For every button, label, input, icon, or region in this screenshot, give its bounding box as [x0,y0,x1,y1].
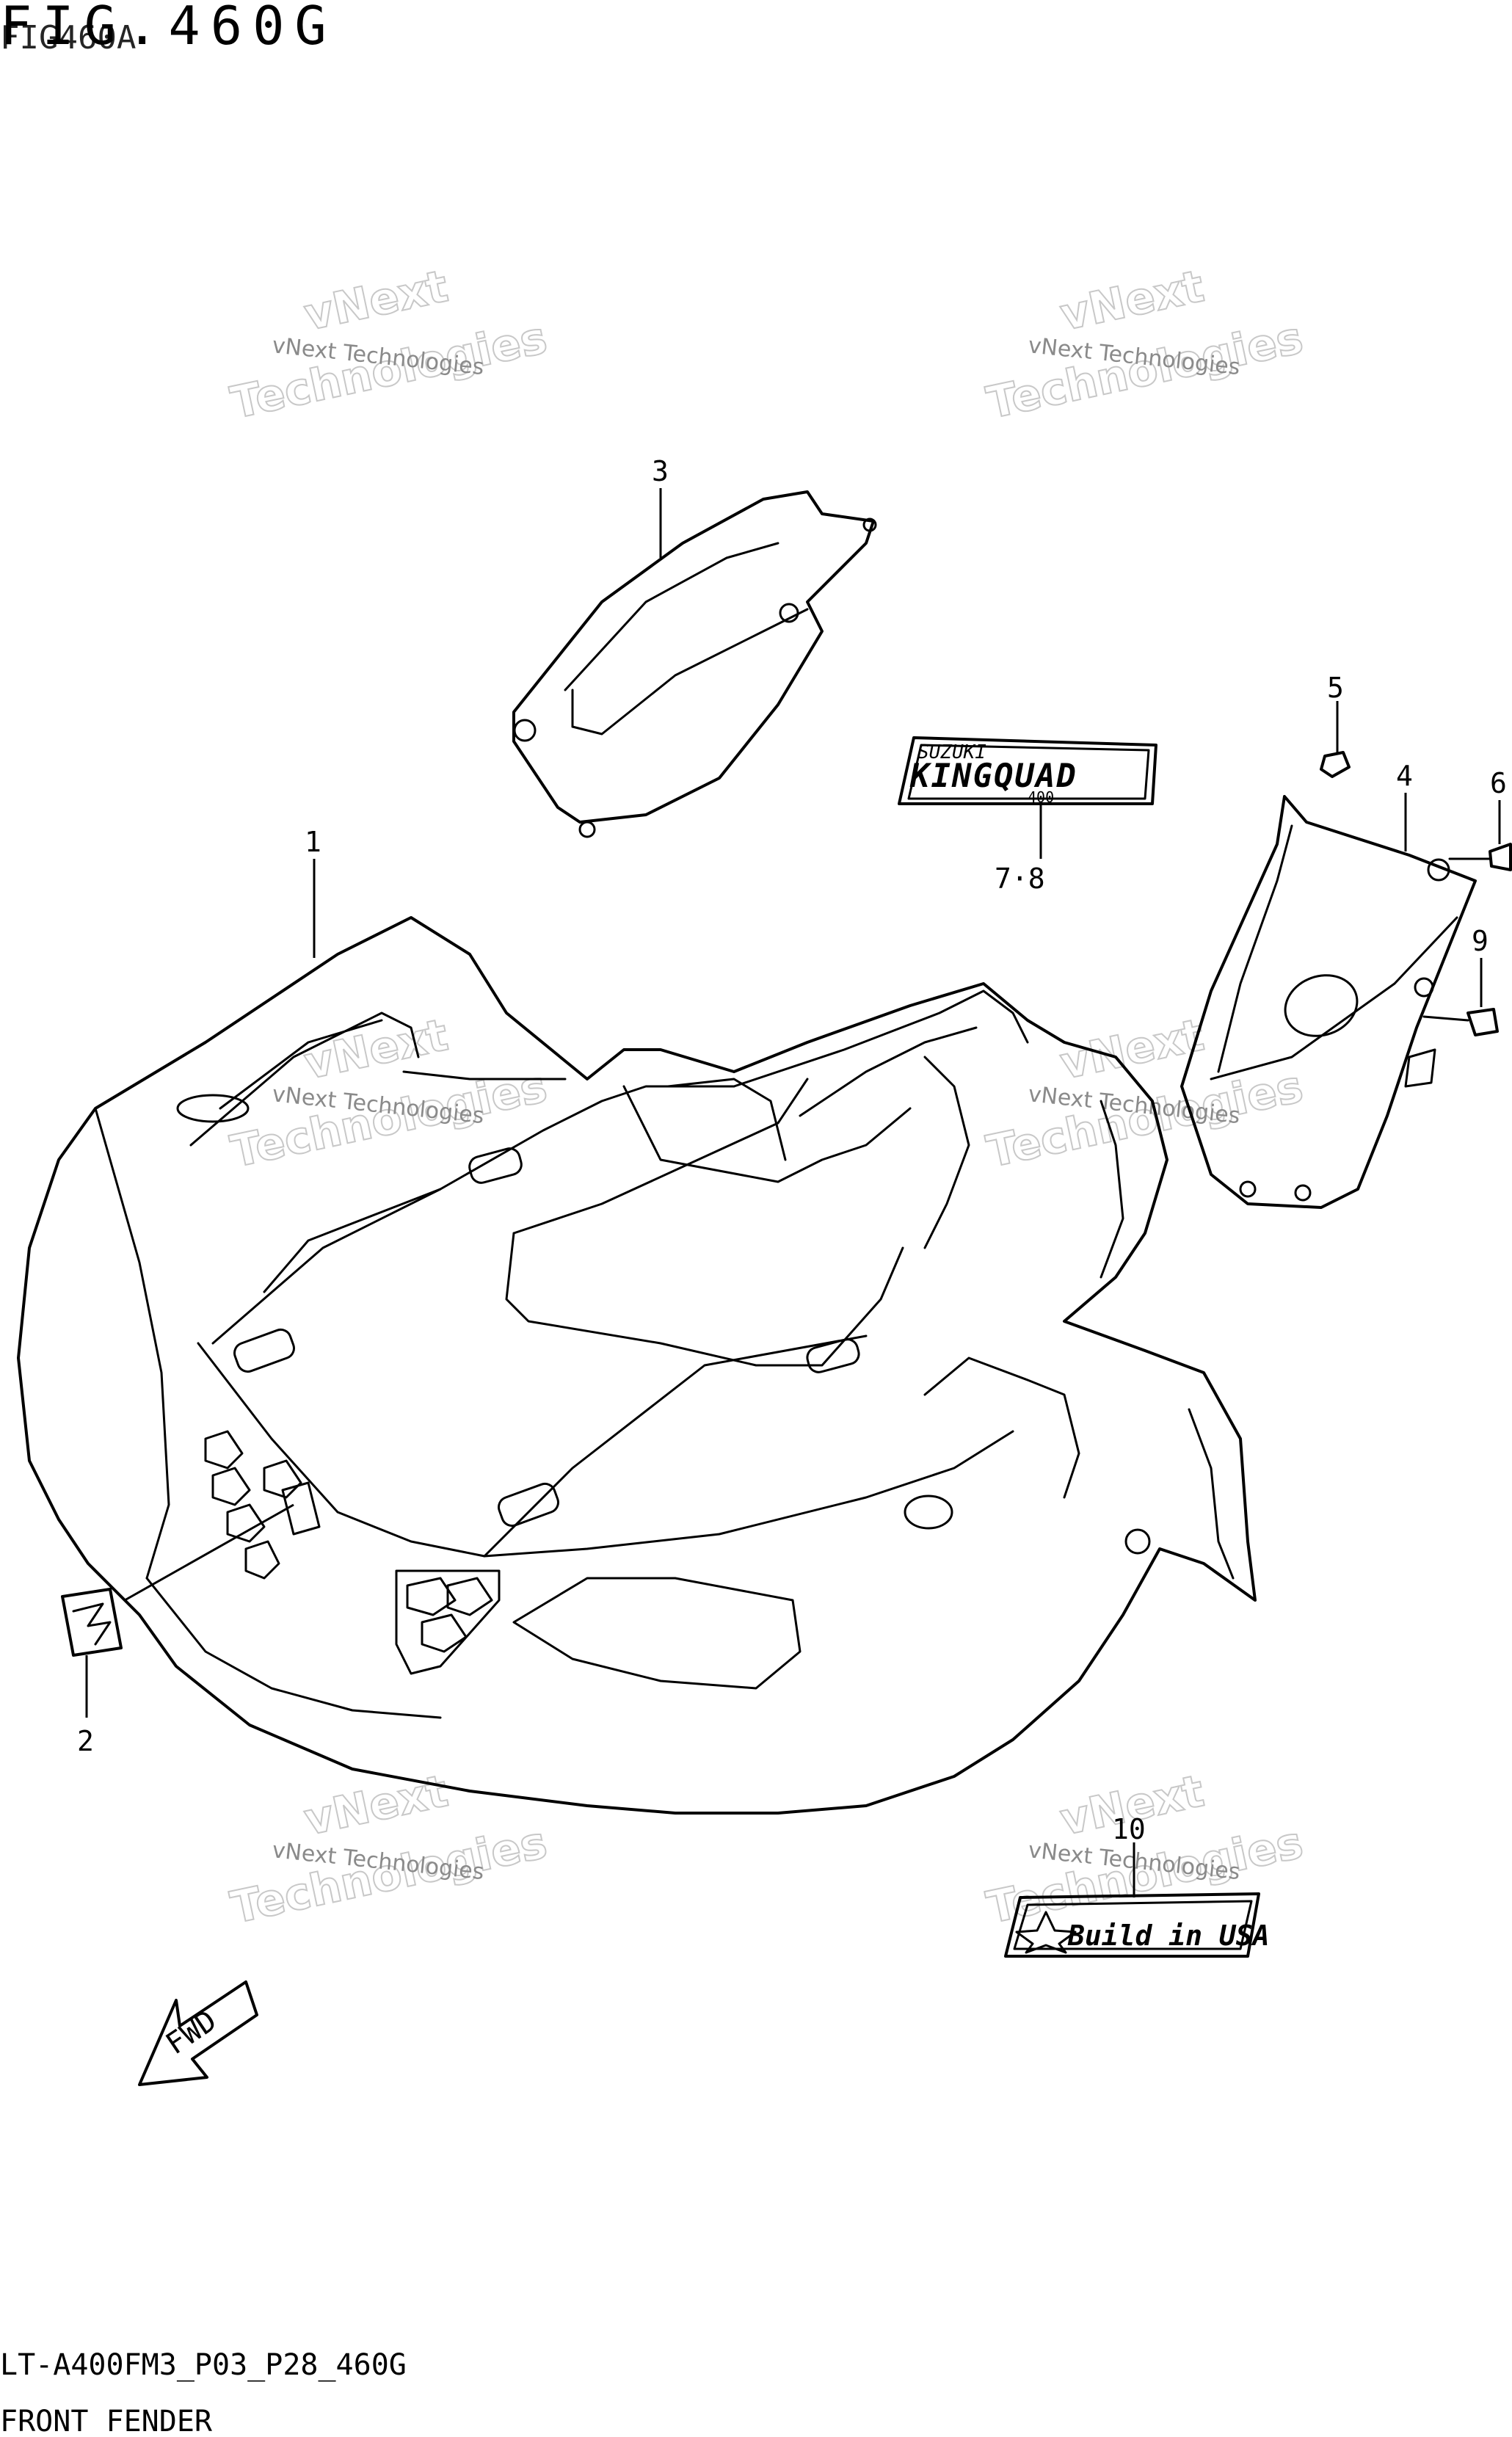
watermark-big-2: Technologies [227,1817,552,1933]
star-icon [1015,1911,1077,1954]
callout-7-8: 7·8 [995,862,1045,895]
figure-overlap-code: FIG460A [0,19,136,57]
watermark-low-left: vNext Technologies vNext Technologies [226,1765,553,1935]
watermark-big: vNext [1056,261,1209,341]
watermark-big-2: Technologies [983,312,1308,429]
part-9-bolt[interactable] [1422,1008,1499,1036]
part-7-8-emblem[interactable]: SUZUKI KINGQUAD 400 [898,736,1157,806]
leader-2-to-fender [124,1503,294,1602]
part-10-usa-badge[interactable]: Build in USA [1004,1892,1270,1958]
figure-title: FIG.460G [0,0,337,57]
callout-6: 6 [1490,767,1507,799]
callout-5: 5 [1327,672,1344,704]
callout-1: 1 [305,826,321,858]
emblem-brand: SUZUKI [917,741,986,763]
part-3-inner-panel[interactable] [512,490,877,838]
emblem-model: KINGQUAD [909,758,1077,795]
emblem-sub: 400 [1028,788,1054,806]
part-6-bolt[interactable] [1448,843,1512,871]
watermark-top-right: vNext Technologies vNext Technologies [982,260,1309,430]
part-4-side-panel[interactable] [1180,795,1477,1209]
watermark-big-2: Technologies [983,1061,1308,1177]
watermark-big: vNext [300,1765,453,1846]
watermark-low-right: vNext Technologies vNext Technologies [982,1765,1309,1935]
model-code: LT-A400FM3_P03_P28_460G [0,2348,407,2382]
usa-badge-text: Build in USA [1067,1920,1270,1952]
callout-3: 3 [652,455,669,487]
callout-2: 2 [77,1725,94,1757]
callout-10: 10 [1112,1813,1146,1845]
watermark-top-left: vNext Technologies vNext Technologies [226,260,553,430]
part-2-logo-emblem[interactable] [61,1588,123,1657]
callout-4: 4 [1396,760,1413,792]
watermark-big: vNext [300,261,453,341]
callout-9: 9 [1472,925,1489,957]
fwd-arrow-icon: FWD [138,1980,258,2086]
part-5-screw[interactable] [1320,751,1351,778]
diagram-caption: FRONT FENDER [0,2405,213,2437]
watermark-big-2: Technologies [227,312,552,429]
part-1-front-fender[interactable] [17,916,1257,1815]
